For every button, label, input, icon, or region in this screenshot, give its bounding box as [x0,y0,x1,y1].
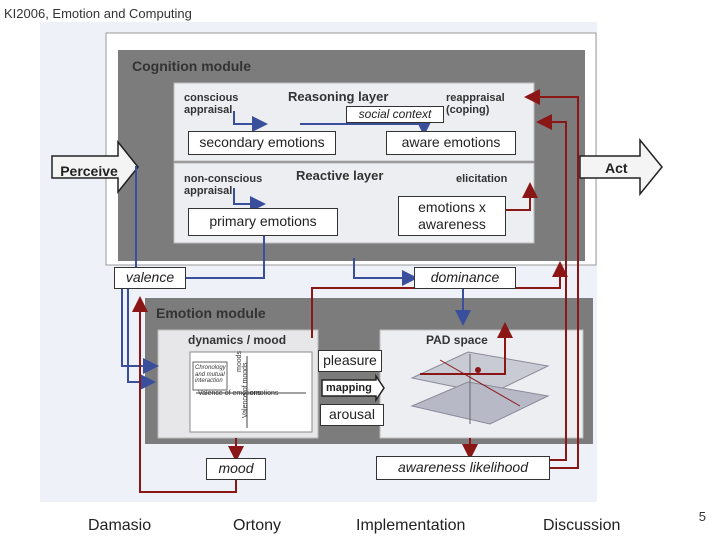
dominance-box: dominance [414,267,516,289]
nav-damasio[interactable]: Damasio [88,517,152,534]
emotions-x-awareness-box: emotions x awareness [398,196,506,236]
non-conscious-appraisal-arrow [233,188,266,212]
secondary-emotions-box: secondary emotions [188,131,336,155]
chronology-box [192,361,228,391]
nav-discussion[interactable]: Discussion [543,517,621,534]
elicitation-label: elicitation [456,173,508,185]
awareness-to-coping-arrow [536,114,567,461]
dynamics-mood-label: dynamics / mood [188,333,287,347]
pleasure-box: pleasure [318,350,382,372]
valence-arrow [148,232,265,286]
perceive-label: Perceive [60,163,118,179]
nav-implementation[interactable]: Implementation [356,517,466,534]
dominance-arrow [353,258,418,286]
valence-moods-label: Valence of moods [242,362,249,418]
pad-diagonal [439,359,521,407]
awareness-to-reappraisal-arrow [524,89,579,469]
mapping-label: mapping [326,382,372,394]
pad-plane-lower [410,381,550,425]
dynamics-chart [189,351,313,433]
arousal-box: arousal [320,404,384,426]
valence-emotions-label: Valence of emotions [198,390,261,397]
emotion-module-label: Emotion module [156,305,266,321]
reappraisal-label: reappraisal (coping) [446,92,505,116]
perceive-to-dynamics-arrow-2 [121,286,159,374]
perceive-arrow [51,139,139,195]
reactive-layer-label: Reactive layer [296,168,384,183]
conscious-appraisal-arrow [233,111,268,132]
social-context-box: social context [346,106,444,123]
valence-box: valence [114,267,186,289]
pleasure-to-pad-arrow [420,322,513,375]
non-conscious-appraisal-label: non-conscious appraisal [184,173,263,197]
awareness-likelihood-box: awareness likelihood [376,456,550,480]
nav-ortony[interactable]: Ortony [233,517,282,534]
cognition-module-label: Cognition module [132,58,251,74]
act-arrow [579,137,663,197]
aware-emotions-box: aware emotions [386,131,516,155]
page-number: 5 [698,509,706,524]
social-context-arrow [300,120,432,136]
presentation-header: KI2006, Emotion and Computing [4,6,192,21]
primary-emotions-box: primary emotions [188,208,338,236]
pad-space-label: PAD space [426,333,488,347]
pad-point [475,367,481,373]
act-label: Act [605,160,628,176]
emotions-axis-label: emotions [250,390,279,397]
chronology-label: Chronology and mutual interaction [195,365,226,385]
reasoning-layer-label: Reasoning layer [288,89,389,104]
mapping-arrow [321,373,385,403]
mood-feedback-arrow [132,296,237,493]
mood-box: mood [206,458,266,480]
conscious-appraisal-label: conscious appraisal [184,92,239,116]
